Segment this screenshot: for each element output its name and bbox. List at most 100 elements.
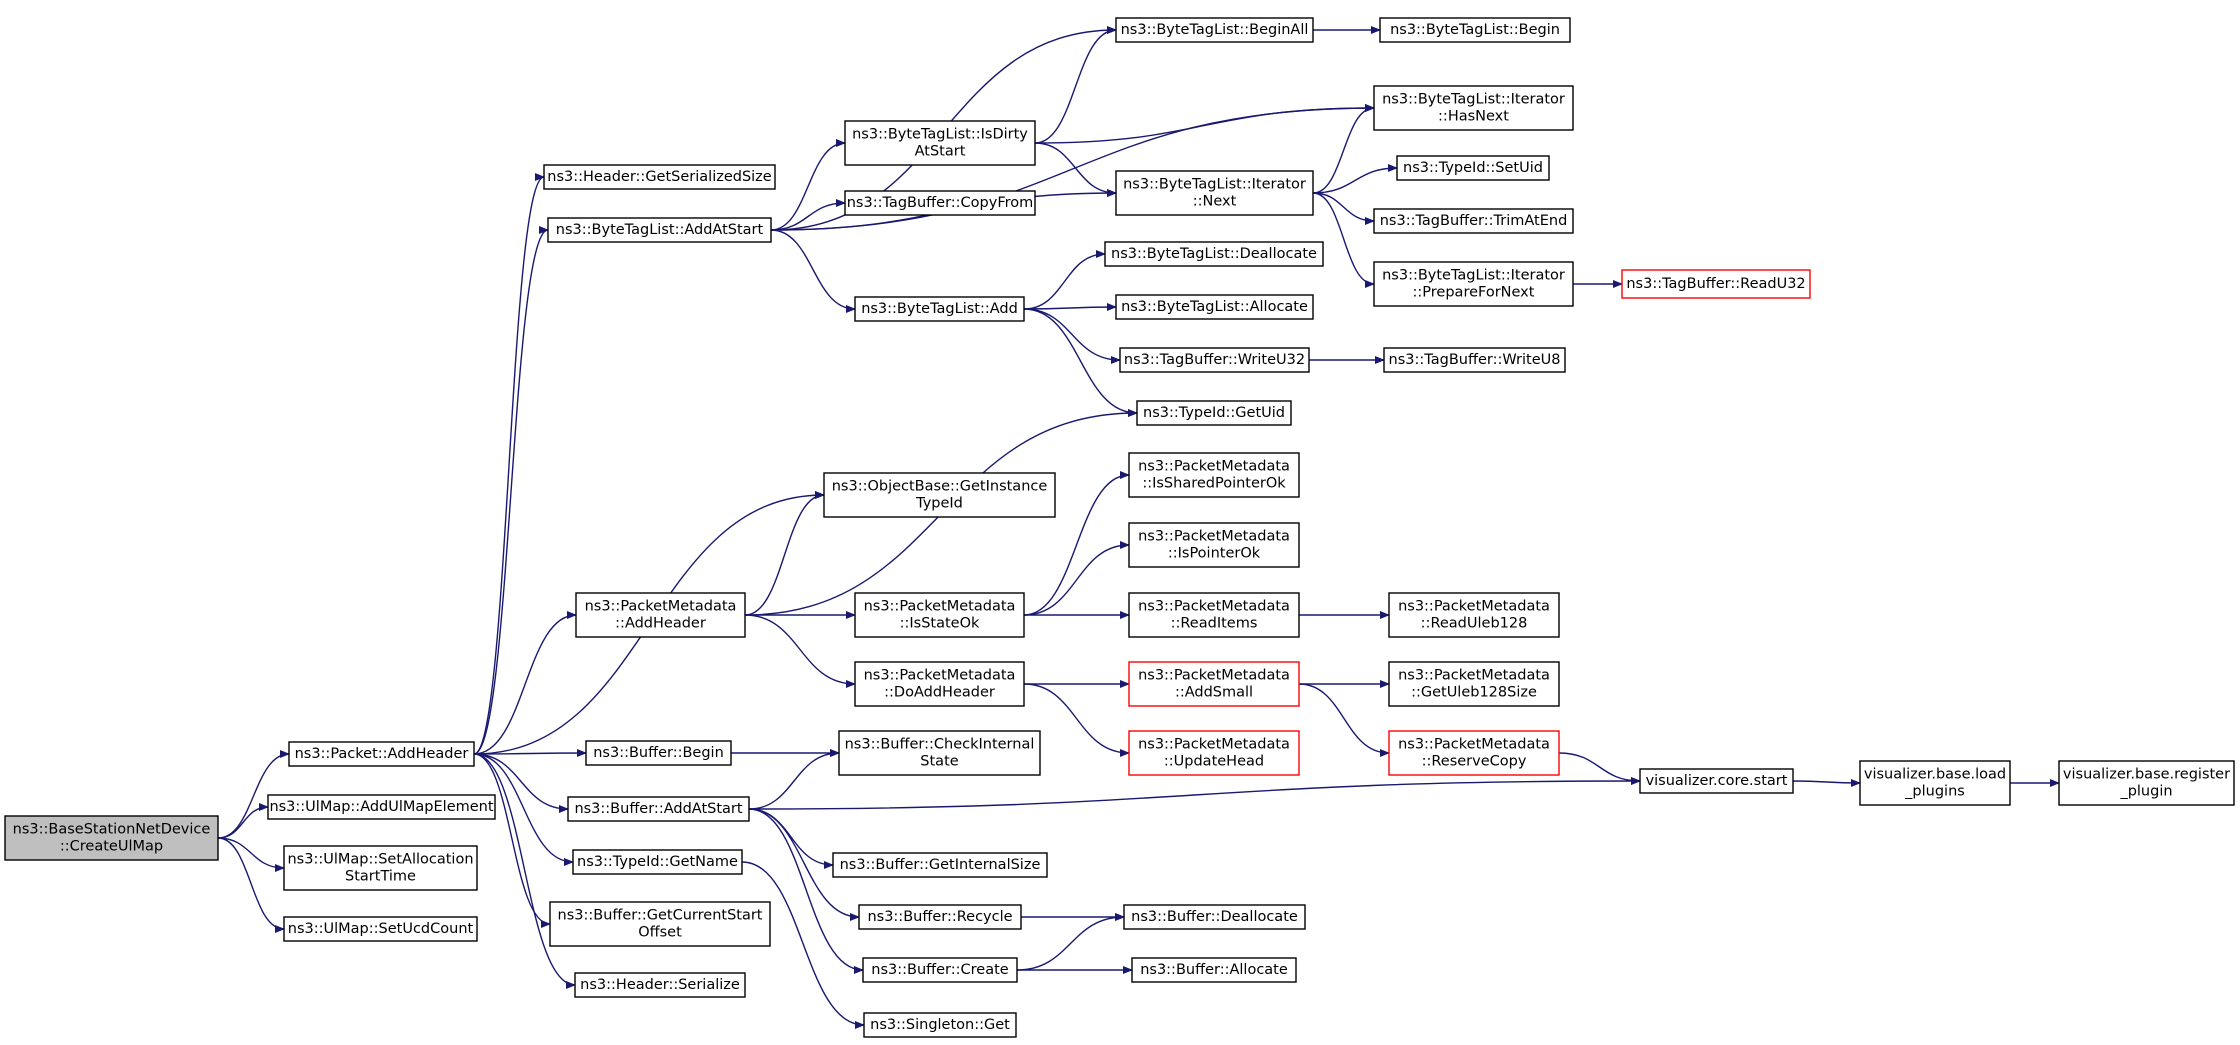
- node-ns3-tagbuffer-readu32[interactable]: ns3::TagBuffer::ReadU32: [1621, 269, 1811, 299]
- node-ns3-packetmetadata-reservecopy[interactable]: ns3::PacketMetadata::ReserveCopy: [1388, 730, 1560, 776]
- node-ns3-buffer-getinternalsize[interactable]: ns3::Buffer::GetInternalSize: [832, 852, 1048, 878]
- edge-n0-n4: [217, 837, 285, 933]
- node-label: ns3::TagBuffer::WriteU32: [1124, 352, 1305, 368]
- edge-n25-n40: [1312, 192, 1375, 225]
- node-box: [858, 904, 1022, 930]
- node-ns3-buffer-addatstart[interactable]: ns3::Buffer::AddAtStart: [567, 796, 750, 822]
- node-ns3-tagbuffer-writeu8[interactable]: ns3::TagBuffer::WriteU8: [1383, 347, 1566, 373]
- node-box: [267, 794, 496, 820]
- node-ns3-packetmetadata-ispointerok[interactable]: ns3::PacketMetadata::IsPointerOk: [1128, 522, 1300, 568]
- node-label: ns3::ByteTagList::Deallocate: [1111, 246, 1317, 262]
- edge-n6-n14: [770, 199, 846, 231]
- node-box: [1128, 730, 1300, 776]
- node-box: [1128, 522, 1300, 568]
- node-label: ns3::TagBuffer::TrimAtEnd: [1380, 213, 1568, 229]
- node-box: [543, 164, 776, 190]
- node-label: ::Next: [1193, 194, 1237, 210]
- edge-n25-n38: [1312, 104, 1375, 194]
- node-label: ns3::UlMap::SetUcdCount: [288, 921, 474, 937]
- node-box: [1115, 170, 1314, 216]
- node-box: [574, 972, 746, 998]
- edge-n1-n6: [473, 226, 549, 755]
- node-box: [823, 472, 1056, 518]
- node-ns3-packetmetadata-isstateok[interactable]: ns3::PacketMetadata::IsStateOk: [854, 592, 1025, 638]
- node-ns3-packetmetadata-getuleb128size[interactable]: ns3::PacketMetadata::GetUleb128Size: [1388, 661, 1560, 707]
- node-visualizer-core-start[interactable]: visualizer.core.start: [1639, 768, 1794, 794]
- edge-n9-n22: [748, 808, 864, 974]
- node-ns3-header-getserializedsize[interactable]: ns3::Header::GetSerializedSize: [543, 164, 776, 190]
- node-ns3-packetmetadata-issharedpointerok[interactable]: ns3::PacketMetadata::IsSharedPointerOk: [1128, 452, 1300, 498]
- node-ns3-typeid-getname[interactable]: ns3::TypeId::GetName: [572, 849, 743, 875]
- node-ns3-packetmetadata-readuleb128[interactable]: ns3::PacketMetadata::ReadUleb128: [1388, 592, 1560, 638]
- node-label: ns3::ByteTagList::Iterator: [1382, 92, 1565, 108]
- node-ns3-basestationnetdevice-createulmap[interactable]: ns3::BaseStationNetDevice::CreateUlMap: [4, 815, 219, 861]
- node-label: ns3::Buffer::AddAtStart: [574, 801, 742, 817]
- node-ns3-packetmetadata-updatehead[interactable]: ns3::PacketMetadata::UpdateHead: [1128, 730, 1300, 776]
- node-ns3-packet-addheader[interactable]: ns3::Packet::AddHeader: [288, 741, 475, 767]
- node-ns3-tagbuffer-copyfrom[interactable]: ns3::TagBuffer::CopyFrom: [844, 190, 1036, 216]
- node-label: ns3::PacketMetadata: [1138, 599, 1290, 615]
- node-ns3-bytetaglist-iterator-preparefornext[interactable]: ns3::ByteTagList::Iterator::PrepareForNe…: [1373, 261, 1574, 307]
- node-ns3-packetmetadata-addsmall[interactable]: ns3::PacketMetadata::AddSmall: [1128, 661, 1300, 707]
- node-label: ns3::Buffer::Create: [871, 962, 1009, 978]
- node-label: ::ReadUleb128: [1421, 616, 1528, 632]
- node-ns3-bytetaglist-allocate[interactable]: ns3::ByteTagList::Allocate: [1115, 294, 1314, 320]
- node-ns3-typeid-setuid[interactable]: ns3::TypeId::SetUid: [1396, 155, 1550, 181]
- node-box: [1128, 592, 1300, 638]
- node-box: [854, 661, 1025, 707]
- node-label: ::UpdateHead: [1164, 754, 1264, 770]
- node-ns3-buffer-deallocate[interactable]: ns3::Buffer::Deallocate: [1123, 904, 1306, 930]
- node-label: ns3::PacketMetadata: [1398, 599, 1550, 615]
- node-ns3-bytetaglist-addatstart[interactable]: ns3::ByteTagList::AddAtStart: [547, 217, 772, 243]
- node-ns3-bytetaglist-beginall[interactable]: ns3::ByteTagList::BeginAll: [1115, 17, 1314, 43]
- node-label: ns3::ByteTagList::Iterator: [1123, 177, 1306, 193]
- node-label: ns3::Singleton::Get: [870, 1017, 1010, 1033]
- node-box: [1136, 400, 1292, 426]
- node-ns3-singleton-get[interactable]: ns3::Singleton::Get: [863, 1012, 1017, 1038]
- node-box: [1131, 957, 1297, 983]
- node-ns3-typeid-getuid[interactable]: ns3::TypeId::GetUid: [1136, 400, 1292, 426]
- node-label: ns3::PacketMetadata: [1138, 668, 1290, 684]
- node-ns3-buffer-recycle[interactable]: ns3::Buffer::Recycle: [858, 904, 1022, 930]
- edge-n9-n21: [748, 808, 860, 921]
- node-box: [1115, 294, 1314, 320]
- edge-n25-n41: [1312, 192, 1375, 288]
- node-ns3-packetmetadata-doaddheader[interactable]: ns3::PacketMetadata::DoAddHeader: [854, 661, 1025, 707]
- node-label: ::PrepareForNext: [1413, 285, 1535, 301]
- node-ns3-bytetaglist-iterator-hasnext[interactable]: ns3::ByteTagList::Iterator::HasNext: [1373, 85, 1574, 131]
- edge-n6-n15: [770, 229, 856, 313]
- node-ns3-ulmap-addulmapelement[interactable]: ns3::UlMap::AddUlMapElement: [267, 794, 496, 820]
- node-box: [1396, 155, 1550, 181]
- node-ns3-ulmap-setucdcount[interactable]: ns3::UlMap::SetUcdCount: [283, 916, 478, 942]
- node-visualizer-base-load-plugins[interactable]: visualizer.base.load_plugins: [1859, 760, 2011, 806]
- node-ns3-header-serialize[interactable]: ns3::Header::Serialize: [574, 972, 746, 998]
- node-ns3-buffer-allocate[interactable]: ns3::Buffer::Allocate: [1131, 957, 1297, 983]
- node-ns3-buffer-create[interactable]: ns3::Buffer::Create: [862, 957, 1018, 983]
- node-label: ::IsPointerOk: [1168, 546, 1261, 562]
- node-ns3-packetmetadata-addheader[interactable]: ns3::PacketMetadata::AddHeader: [575, 592, 746, 638]
- node-ns3-packetmetadata-readitems[interactable]: ns3::PacketMetadata::ReadItems: [1128, 592, 1300, 638]
- node-ns3-bytetaglist-begin[interactable]: ns3::ByteTagList::Begin: [1379, 17, 1571, 43]
- node-label: ns3::PacketMetadata: [1398, 668, 1550, 684]
- node-visualizer-base-register-plugin[interactable]: visualizer.base.register_plugin: [2058, 760, 2235, 806]
- edge-n22-n35: [1016, 913, 1125, 971]
- node-label: ns3::ObjectBase::GetInstance: [832, 479, 1048, 495]
- node-ns3-bytetaglist-iterator-next[interactable]: ns3::ByteTagList::Iterator::Next: [1115, 170, 1314, 216]
- node-ns3-buffer-begin[interactable]: ns3::Buffer::Begin: [585, 740, 732, 766]
- node-label: ns3::Buffer::Allocate: [1140, 962, 1288, 978]
- node-label: _plugins: [1904, 784, 1965, 800]
- node-label: ns3::TypeId::GetUid: [1143, 405, 1285, 421]
- node-ns3-tagbuffer-writeu32[interactable]: ns3::TagBuffer::WriteU32: [1119, 347, 1310, 373]
- node-label: Offset: [638, 925, 682, 941]
- node-ns3-bytetaglist-deallocate[interactable]: ns3::ByteTagList::Deallocate: [1104, 241, 1324, 267]
- edge-n0-n3: [217, 837, 285, 872]
- node-label: ns3::ByteTagList::AddAtStart: [556, 222, 764, 238]
- node-label: ns3::PacketMetadata: [585, 599, 737, 615]
- node-ns3-tagbuffer-trimatend[interactable]: ns3::TagBuffer::TrimAtEnd: [1373, 208, 1574, 234]
- node-ns3-bytetaglist-add[interactable]: ns3::ByteTagList::Add: [854, 296, 1025, 322]
